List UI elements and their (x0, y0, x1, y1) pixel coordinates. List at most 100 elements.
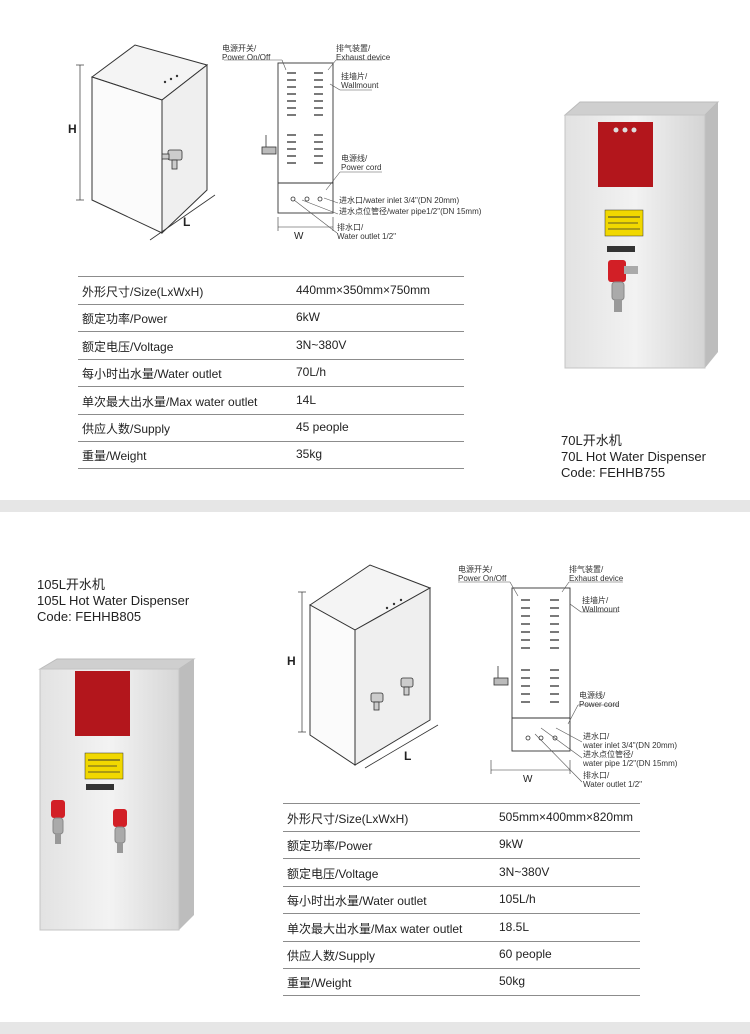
product-2-ann-exhaust-cn: 排气装置/ (569, 565, 604, 574)
spec-row: 外形尺寸/Size(LxWxH) 505mm×400mm×820mm (283, 804, 640, 832)
product-1-ann-power-en: Power On/Off (222, 53, 271, 62)
product-1-leader-lines (224, 59, 382, 234)
product-2-dim-l: L (404, 749, 412, 763)
spec-label: 每小时出水量/Water outlet (287, 894, 427, 909)
spec-value: 505mm×400mm×820mm (499, 810, 634, 824)
product-1-ann-wallmount-cn: 挂墙片/ (341, 72, 368, 81)
spec-value: 6kW (296, 310, 320, 325)
product-2-line-drawing (298, 564, 439, 769)
spec-label: 额定功率/Power (287, 839, 373, 854)
section-divider-2 (0, 1022, 750, 1034)
spec-value: 18.5L (499, 919, 530, 934)
product-2-ann-power-cn: 电源开关/ (458, 565, 493, 574)
product-2-dim-h: H (287, 654, 296, 668)
spec-label: 单次最大出水量/Max water outlet (287, 921, 463, 936)
product-1-caption-en: 70L Hot Water Dispenser (561, 449, 706, 464)
product-2-caption-cn: 105L开水机 (37, 577, 105, 592)
product-1-ann-power-cn: 电源开关/ (222, 44, 257, 53)
product-1-ann-cord-cn: 电源线/ (341, 154, 368, 163)
spec-label: 重量/Weight (82, 449, 147, 464)
spec-label: 每小时出水量/Water outlet (82, 367, 222, 382)
spec-value: 3N~380V (296, 337, 347, 352)
product-2-photo (38, 658, 196, 931)
product-1-caption-cn: 70L开水机 (561, 433, 622, 448)
product-1-ann-power: 电源开关/ Power On/Off (222, 44, 270, 62)
spec-label: 额定电压/Voltage (82, 339, 174, 354)
product-2-ann-cord-en: Power cord (579, 700, 620, 709)
product-2-caption-en: 105L Hot Water Dispenser (37, 593, 190, 608)
spec-row: 额定电压/Voltage 3N~380V (78, 332, 464, 360)
product-1-ann-exhaust-cn: 排气装置/ (336, 44, 371, 53)
product-2-ann-inlet: 进水口/ water inlet 3/4"(DN 20mm) (583, 732, 677, 750)
product-2-ann-pipe-en: water pipe 1/2"(DN 15mm) (583, 759, 678, 768)
product-1-ann-outlet-cn: 排水口/ (337, 223, 364, 232)
spec-value: 440mm×350mm×750mm (296, 283, 431, 297)
spec-value: 9kW (499, 837, 523, 852)
product-2-ann-wallmount-en: Wallmount (582, 605, 620, 614)
spec-label: 额定功率/Power (82, 312, 168, 327)
product-1-caption: 70L开水机 70L Hot Water Dispenser Code: FEH… (561, 433, 706, 481)
product-2-caption: 105L开水机 105L Hot Water Dispenser Code: F… (37, 577, 189, 625)
product-1-dim-h: H (68, 122, 77, 136)
spec-value: 3N~380V (499, 864, 550, 879)
spec-row: 每小时出水量/Water outlet 70L/h (78, 359, 464, 388)
spec-label: 额定电压/Voltage (287, 866, 379, 881)
spec-row: 供应人数/Supply 60 people (283, 941, 640, 969)
product-1-line-drawing (76, 44, 216, 241)
product-2-ann-inlet-cn: 进水口/ (583, 732, 610, 741)
product-2-ann-outlet-cn: 排水口/ (583, 771, 610, 780)
product-2-ann-cord-cn: 电源线/ (579, 691, 606, 700)
product-1-ann-pipe: 进水点位管径/water pipe1/2"(DN 15mm) (339, 207, 482, 216)
spec-row: 额定电压/Voltage 3N~380V (283, 859, 640, 887)
product-2-ann-power: 电源开关/ Power On/Off (458, 565, 506, 583)
product-2-ann-inlet-en: water inlet 3/4"(DN 20mm) (583, 741, 677, 750)
product-1-ann-inlet: 进水口/water inlet 3/4"(DN 20mm) (339, 196, 460, 205)
product-1-spec-table: 外形尺寸/Size(LxWxH) 440mm×350mm×750mm 额定功率/Po… (78, 276, 464, 470)
product-1-dim-l: L (183, 215, 191, 229)
product-1-front-diagram (261, 62, 334, 231)
product-1-ann-outlet-en: Water outlet 1/2'' (337, 232, 397, 241)
spec-row: 单次最大出水量/Max water outlet 14L (78, 387, 464, 415)
product-2-front-diagram (490, 587, 571, 774)
product-2-ann-exhaust-en: Exhaust device (569, 574, 624, 583)
product-2-ann-exhaust: 排气装置/ Exhaust device (569, 565, 623, 583)
product-1-ann-cord: 电源线/ Power cord (341, 154, 381, 172)
spec-value: 14L (296, 392, 317, 407)
product-1-ann-exhaust-en: Exhaust device (336, 53, 391, 62)
product-1-ann-outlet: 排水口/ Water outlet 1/2'' (337, 223, 396, 241)
spec-row: 单次最大出水量/Max water outlet 18.5L (283, 914, 640, 942)
product-1-ann-wallmount-en: Wallmount (341, 81, 379, 90)
spec-label: 外形尺寸/Size(LxWxH) (287, 812, 409, 826)
spec-value: 50kg (499, 974, 526, 989)
product-1-ann-cord-en: Power cord (341, 163, 382, 172)
product-2-ann-power-en: Power On/Off (458, 574, 507, 583)
spec-row: 外形尺寸/Size(LxWxH) 440mm×350mm×750mm (78, 277, 464, 305)
product-2-ann-outlet: 排水口/ Water outlet 1/2'' (583, 771, 642, 789)
product-2-ann-wallmount-cn: 挂墙片/ (582, 596, 609, 605)
product-1-photo (563, 101, 720, 369)
product-2-caption-code: Code: FEHHB805 (37, 609, 142, 624)
product-2-ann-outlet-en: Water outlet 1/2'' (583, 780, 643, 789)
spec-label: 重量/Weight (287, 976, 352, 991)
product-2-ann-wallmount: 挂墙片/ Wallmount (582, 596, 620, 614)
product-2-ann-pipe: 进水点位管径/ water pipe 1/2"(DN 15mm) (583, 750, 677, 768)
product-1-caption-code: Code: FEHHB755 (561, 465, 666, 480)
product-2-leader-lines (458, 581, 623, 783)
product-2-ann-pipe-cn: 进水点位管径/ (583, 750, 634, 759)
spec-value: 45 people (296, 420, 349, 434)
spec-value: 70L/h (296, 365, 327, 380)
spec-row: 供应人数/Supply 45 people (78, 414, 464, 442)
spec-row: 额定功率/Power 9kW (283, 831, 640, 860)
spec-row: 重量/Weight 50kg (283, 968, 640, 997)
spec-label: 供应人数/Supply (287, 949, 376, 963)
spec-value: 60 people (499, 947, 552, 961)
product-1-ann-exhaust: 排气装置/ Exhaust device (336, 44, 390, 62)
product-2-dim-w: W (523, 774, 533, 785)
spec-row: 额定功率/Power 6kW (78, 304, 464, 333)
spec-label: 外形尺寸/Size(LxWxH) (82, 285, 204, 299)
spec-label: 单次最大出水量/Max water outlet (82, 394, 258, 409)
product-1-dim-w: W (294, 231, 304, 242)
spec-label: 供应人数/Supply (82, 422, 171, 436)
